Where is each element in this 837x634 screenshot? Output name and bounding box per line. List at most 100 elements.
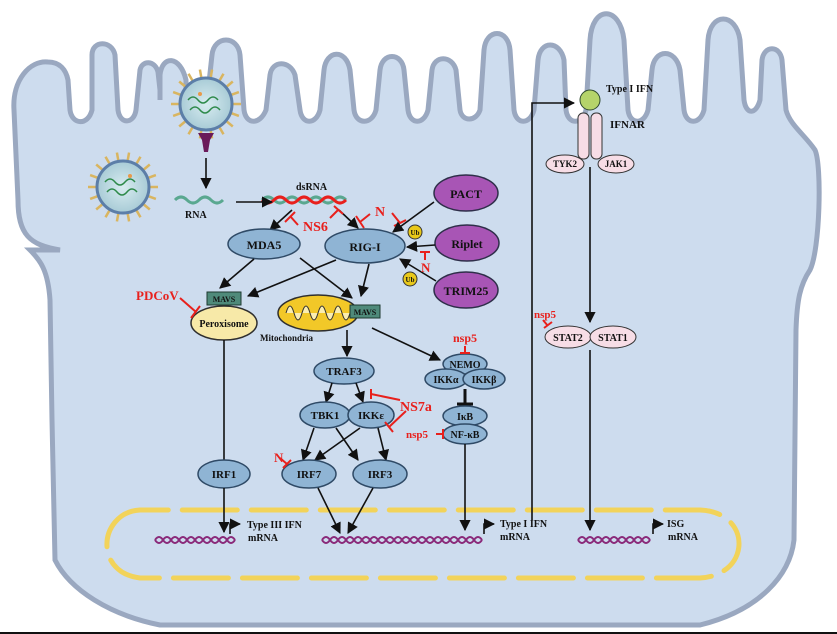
arrow-tbk1-to-irf7 xyxy=(300,427,315,462)
type1-ifn-ligand xyxy=(579,89,601,111)
type1-mrna-label: mRNA xyxy=(500,532,531,543)
virus-spike xyxy=(135,209,142,218)
virus-particle-bound xyxy=(171,69,241,139)
arrow-tbk1-to-irf3 xyxy=(335,427,359,461)
irf3-node xyxy=(352,459,408,489)
virus-spike xyxy=(95,163,104,171)
peroxisome-label: Peroxisome xyxy=(199,319,249,330)
stat1-node xyxy=(589,325,637,349)
virus-spike xyxy=(178,120,187,128)
arrow-type1-ifn-secretion xyxy=(531,97,576,520)
arrow-mda5-to-mito-mavs xyxy=(299,257,353,299)
mitochondria-label: Mitochondria xyxy=(260,333,313,343)
virus-spike xyxy=(115,152,120,161)
n-inhibit-riplet xyxy=(420,251,430,260)
nsp5-label-nfkb: nsp5 xyxy=(406,429,429,441)
ub-badge-riplet xyxy=(407,224,423,240)
arrow-ikke-to-irf3 xyxy=(377,427,389,462)
traf3-label: TRAF3 xyxy=(326,366,362,378)
jak1-label: JAK1 xyxy=(605,159,628,169)
virus-spike xyxy=(147,195,157,201)
ub-badge-trim25 xyxy=(402,271,418,287)
virus-spike xyxy=(142,203,151,211)
n-label-irf7: N xyxy=(274,450,284,465)
ikka-label: IKKα xyxy=(433,375,458,386)
virus-spike xyxy=(198,69,203,78)
arrow-rigi-to-peroxisome-mavs xyxy=(246,259,337,298)
virus-spike xyxy=(126,213,131,222)
tyk2-node xyxy=(545,154,585,174)
pdcov-label: PDCoV xyxy=(136,288,179,303)
ns7a-inhibit-ikke-bottom xyxy=(384,410,407,433)
ns7a-label: NS7a xyxy=(400,400,432,415)
virus-particle-free xyxy=(88,152,158,222)
virus-spike xyxy=(187,73,194,82)
virus-spike xyxy=(89,173,99,179)
nsp5-inhibit-nfkb xyxy=(436,429,444,439)
ikke-node xyxy=(347,401,395,429)
ns6-label: NS6 xyxy=(303,220,328,235)
tbk1-label: TBK1 xyxy=(311,410,340,422)
virus-spike xyxy=(225,80,234,88)
type3-ifn-label: Type III IFN xyxy=(247,520,303,531)
trim25-label: TRIM25 xyxy=(444,284,489,298)
ns7a-inhibit-ikke-top xyxy=(370,389,401,401)
stat2-label: STAT2 xyxy=(553,333,583,344)
virus-spike xyxy=(126,152,131,161)
arrow-irf7-to-gene xyxy=(317,487,341,535)
mda5-label: MDA5 xyxy=(247,238,282,252)
nuclear-envelope xyxy=(104,507,742,581)
mitochondria xyxy=(277,294,359,332)
nemo-label: NEMO xyxy=(449,360,480,371)
arrow-mavs-to-nemo xyxy=(371,327,442,361)
jak1-node xyxy=(597,154,635,174)
ifnar-subunit-2 xyxy=(590,112,603,160)
dna-isg-gene xyxy=(577,536,651,544)
ns6-inhibit-mda5 xyxy=(284,211,299,226)
virus-spike xyxy=(115,213,120,222)
arrow-mda5-to-peroxisome-mavs xyxy=(219,258,255,289)
dna-type1-gene xyxy=(321,536,483,544)
ifnar-subunit-1 xyxy=(577,112,590,160)
nsp5-inhibit-stat2 xyxy=(542,319,553,329)
ikkb-label: IKKβ xyxy=(472,375,497,386)
virus-spike xyxy=(172,90,182,96)
ikkb-node xyxy=(462,368,506,390)
tss-arrow-type1 xyxy=(483,518,496,534)
dsrna-helix xyxy=(260,195,348,205)
n-inhibit-rigi-left xyxy=(355,213,371,229)
n-label-rigi: N xyxy=(375,205,385,220)
virus-spike xyxy=(218,126,225,135)
arrow-ikke-to-irf7 xyxy=(314,427,361,461)
peroxisome-mavs-label: MAVS xyxy=(213,295,236,304)
irf3-label: IRF3 xyxy=(368,469,393,481)
pact-label: PACT xyxy=(450,187,482,201)
virus-spike xyxy=(142,163,151,171)
virus-spike xyxy=(187,126,194,135)
traf3-node xyxy=(313,357,375,385)
irf1-label: IRF1 xyxy=(212,469,236,481)
pact-node xyxy=(433,174,499,212)
rigi-node xyxy=(324,228,406,264)
virus-spike xyxy=(218,73,225,82)
tyk2-label: TYK2 xyxy=(553,159,578,169)
cell-body xyxy=(11,11,822,628)
dna-type3-gene xyxy=(154,536,236,544)
virus-spike xyxy=(230,90,240,96)
arrow-trim25-to-rigi xyxy=(399,258,437,282)
virus-spike xyxy=(230,112,240,118)
viral-receptor xyxy=(198,133,214,152)
nsp5-label-nemo: nsp5 xyxy=(453,331,477,345)
nsp5-inhibit-nemo xyxy=(460,346,470,354)
virus-spike xyxy=(104,156,111,165)
isg-mrna-label: mRNA xyxy=(668,532,699,543)
tss-arrow-isg xyxy=(652,518,665,534)
virus-spike xyxy=(225,120,234,128)
nfkb-label: NF-κB xyxy=(451,430,480,441)
type3-mrna-label: mRNA xyxy=(248,533,279,544)
nsp5-label-stat2: nsp5 xyxy=(534,309,557,321)
mda5-node xyxy=(227,228,301,260)
virus-spike xyxy=(135,156,142,165)
virus-spike xyxy=(147,173,157,179)
